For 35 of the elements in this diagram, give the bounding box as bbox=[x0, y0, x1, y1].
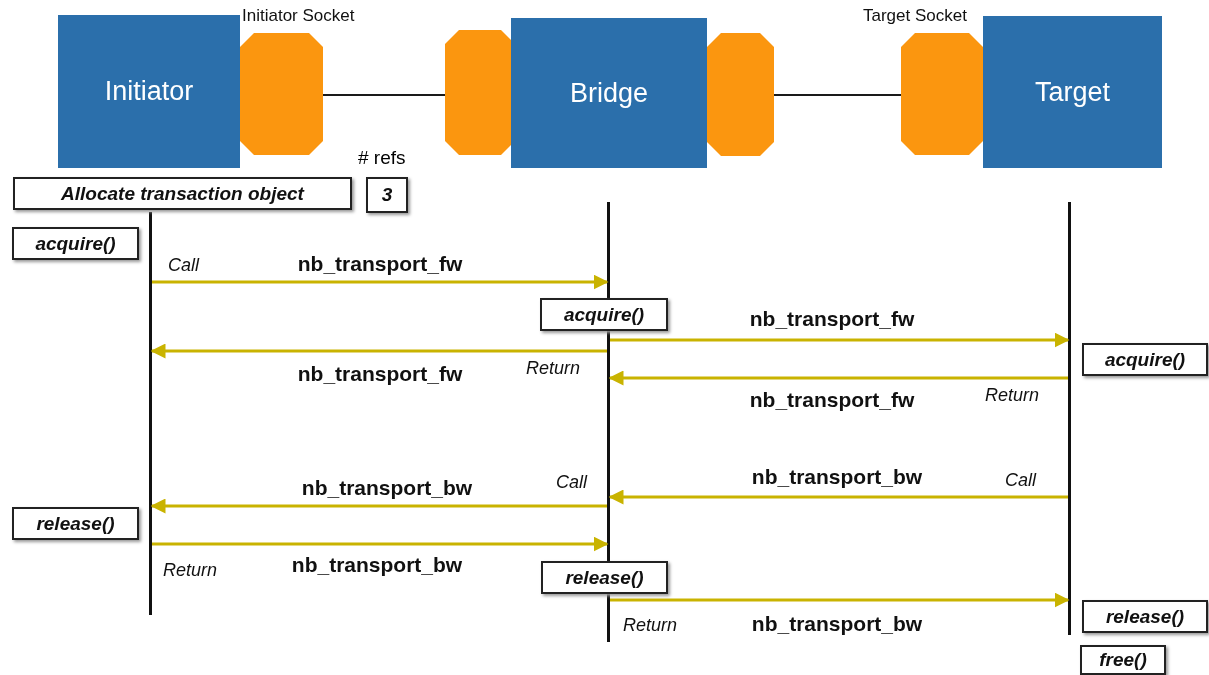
arrow bbox=[152, 536, 609, 552]
method-box: release() bbox=[1082, 600, 1208, 633]
arrow bbox=[608, 489, 1068, 505]
method-box: 3 bbox=[366, 177, 408, 213]
method-box: acquire() bbox=[1082, 343, 1208, 376]
method-box: free() bbox=[1080, 645, 1166, 675]
arrow bbox=[610, 332, 1070, 348]
arrow bbox=[150, 343, 607, 359]
call-return-label: Call bbox=[168, 255, 199, 276]
arrow bbox=[610, 592, 1070, 608]
call-return-label: Return bbox=[623, 615, 678, 636]
socket-shape bbox=[707, 33, 774, 156]
call-return-label: Call bbox=[1005, 470, 1036, 491]
method-box: release() bbox=[12, 507, 139, 540]
call-return-label: Call bbox=[556, 472, 587, 493]
arrow bbox=[150, 498, 607, 514]
connector-line bbox=[773, 94, 902, 96]
method-box: Allocate transaction object bbox=[13, 177, 352, 210]
call-return-label: Return bbox=[526, 358, 581, 379]
arrow bbox=[152, 274, 609, 290]
call-return-label: Return bbox=[985, 385, 1040, 406]
counter-caption: # refs bbox=[358, 147, 406, 169]
component-block: Target bbox=[983, 16, 1162, 168]
method-box: acquire() bbox=[12, 227, 139, 260]
component-block: Initiator bbox=[58, 15, 240, 168]
socket-label: Target Socket bbox=[863, 6, 967, 26]
connector-line bbox=[322, 94, 446, 96]
component-block: Bridge bbox=[511, 18, 707, 168]
lifeline bbox=[1068, 202, 1071, 635]
method-box: release() bbox=[541, 561, 668, 594]
method-box: acquire() bbox=[540, 298, 668, 331]
lifeline bbox=[149, 212, 152, 615]
arrow bbox=[608, 370, 1068, 386]
call-return-label: Return bbox=[163, 560, 218, 581]
socket-label: Initiator Socket bbox=[242, 6, 355, 26]
